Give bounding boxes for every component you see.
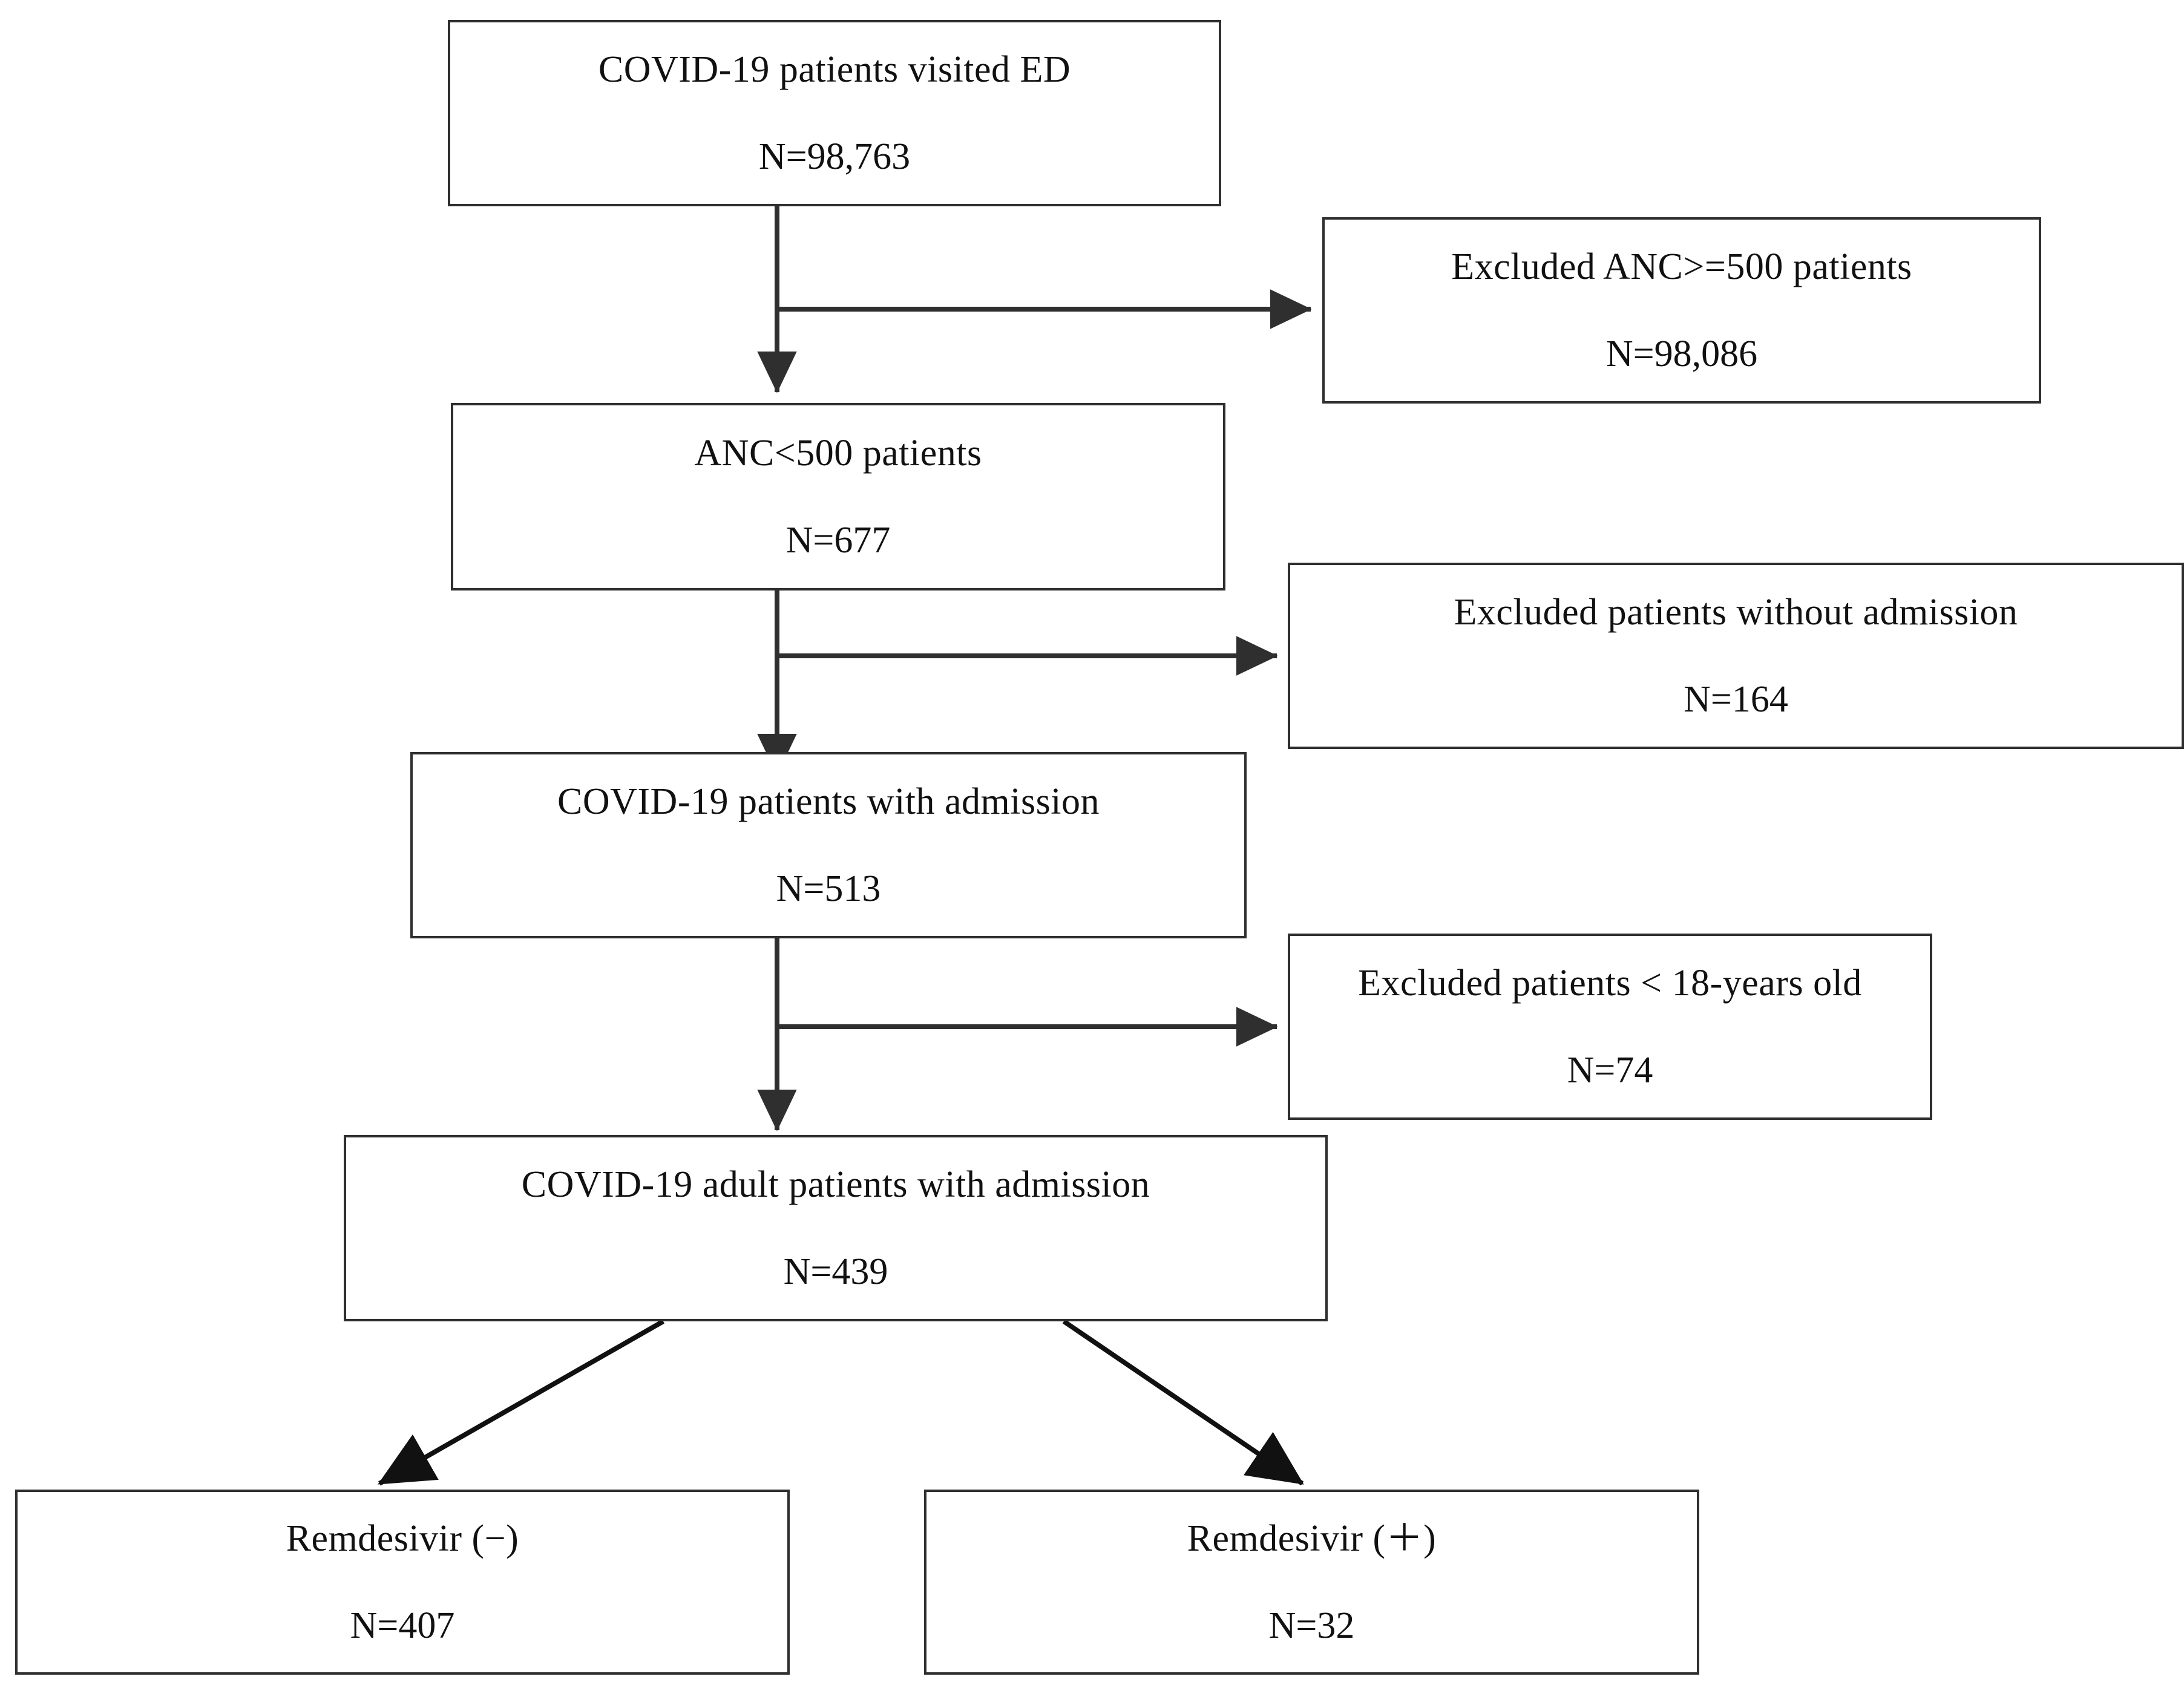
exclusion-label: Excluded patients < 18-years old bbox=[1358, 962, 1862, 1004]
node-remdesivir-positive[interactable]: Remdesivir (＋) N=32 bbox=[924, 1490, 1699, 1675]
node-label: COVID-19 adult patients with admission bbox=[521, 1163, 1150, 1205]
exclusion-label: Excluded ANC>=500 patients bbox=[1451, 246, 1912, 287]
node-count: N=513 bbox=[776, 868, 881, 909]
node-covid-patients-visited-ed[interactable]: COVID-19 patients visited ED N=98,763 bbox=[448, 20, 1221, 206]
node-anc-lt-500-patients[interactable]: ANC<500 patients N=677 bbox=[451, 403, 1225, 590]
node-covid-patients-with-admission[interactable]: COVID-19 patients with admission N=513 bbox=[410, 752, 1247, 938]
node-remdesivir-negative[interactable]: Remdesivir (−) N=407 bbox=[15, 1490, 790, 1675]
node-count: N=439 bbox=[783, 1251, 888, 1292]
exclusion-count: N=74 bbox=[1567, 1050, 1653, 1091]
exclusion-under-18-years-old[interactable]: Excluded patients < 18-years old N=74 bbox=[1288, 934, 1932, 1120]
exclusion-label: Excluded patients without admission bbox=[1454, 591, 2018, 633]
exclusion-without-admission[interactable]: Excluded patients without admission N=16… bbox=[1288, 563, 2184, 749]
exclusion-count: N=164 bbox=[1684, 679, 1788, 720]
edge-n4-n6 bbox=[1062, 1319, 1304, 1486]
node-count: N=407 bbox=[350, 1605, 455, 1646]
node-count: N=677 bbox=[785, 520, 891, 561]
node-label: COVID-19 patients with admission bbox=[557, 780, 1100, 822]
exclusion-anc-ge-500[interactable]: Excluded ANC>=500 patients N=98,086 bbox=[1322, 217, 2041, 404]
node-label: Remdesivir (＋) bbox=[1187, 1517, 1437, 1559]
node-count: N=98,763 bbox=[758, 136, 911, 177]
node-label: ANC<500 patients bbox=[694, 432, 982, 474]
node-label: Remdesivir (−) bbox=[286, 1517, 519, 1559]
node-count: N=32 bbox=[1268, 1605, 1355, 1646]
node-label: COVID-19 patients visited ED bbox=[598, 48, 1071, 90]
edge-n4-n5 bbox=[378, 1319, 664, 1486]
node-covid-adult-patients-with-admission[interactable]: COVID-19 adult patients with admission N… bbox=[344, 1135, 1328, 1321]
exclusion-count: N=98,086 bbox=[1605, 333, 1758, 375]
